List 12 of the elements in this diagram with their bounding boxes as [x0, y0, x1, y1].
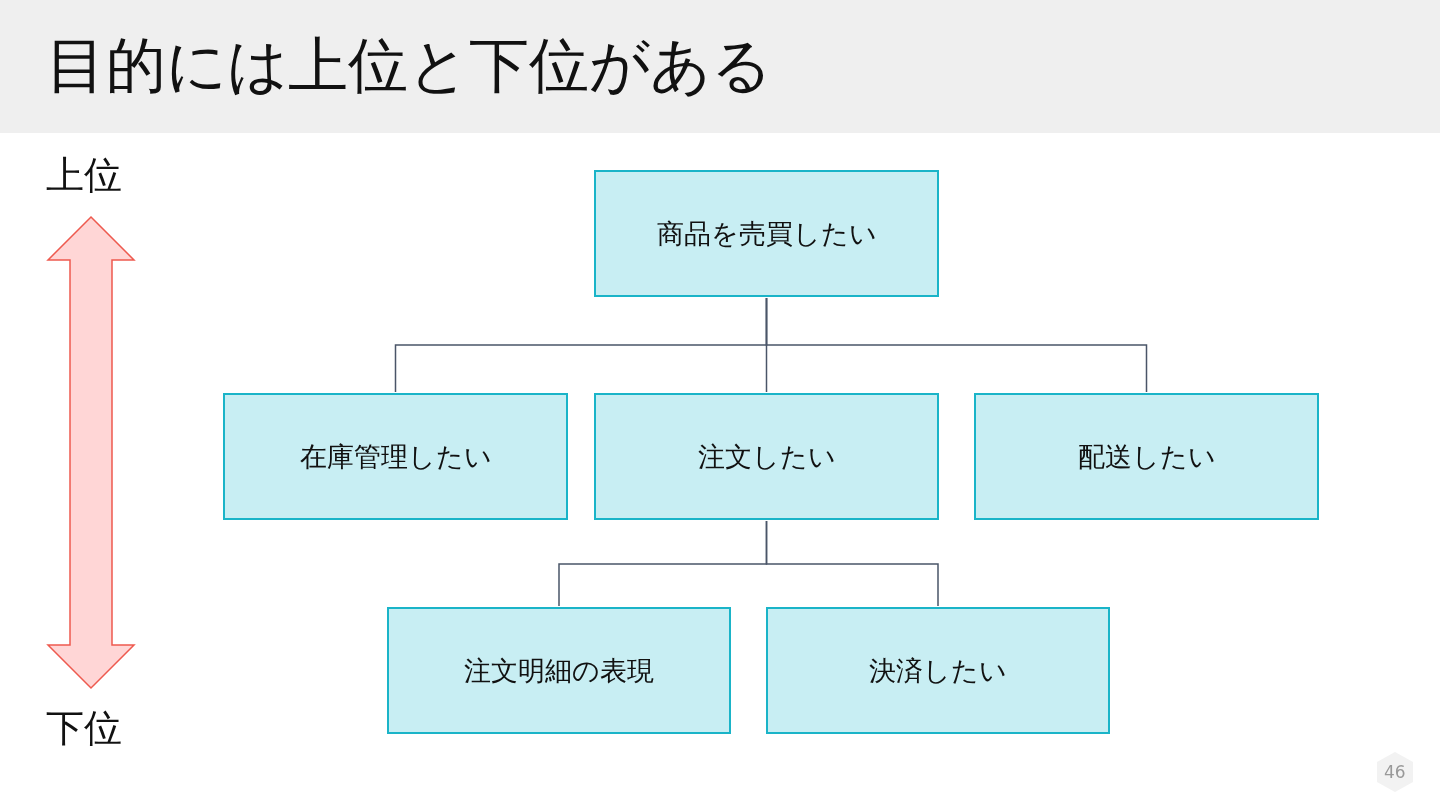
title: 目的には上位と下位がある [46, 29, 772, 102]
process-box: 在庫管理したい [223, 393, 568, 520]
axis-label: 下位 [46, 705, 122, 752]
connector-line [765, 297, 1148, 393]
axis-label: 上位 [46, 152, 122, 199]
process-box: 配送したい [974, 393, 1319, 520]
process-box: 商品を売買したい [594, 170, 939, 297]
process-box: 決済したい [766, 607, 1110, 734]
connector-line [765, 520, 939, 607]
page-number: 46 [1384, 762, 1406, 782]
process-box: 注文したい [594, 393, 939, 520]
process-box: 注文明細の表現 [387, 607, 731, 734]
